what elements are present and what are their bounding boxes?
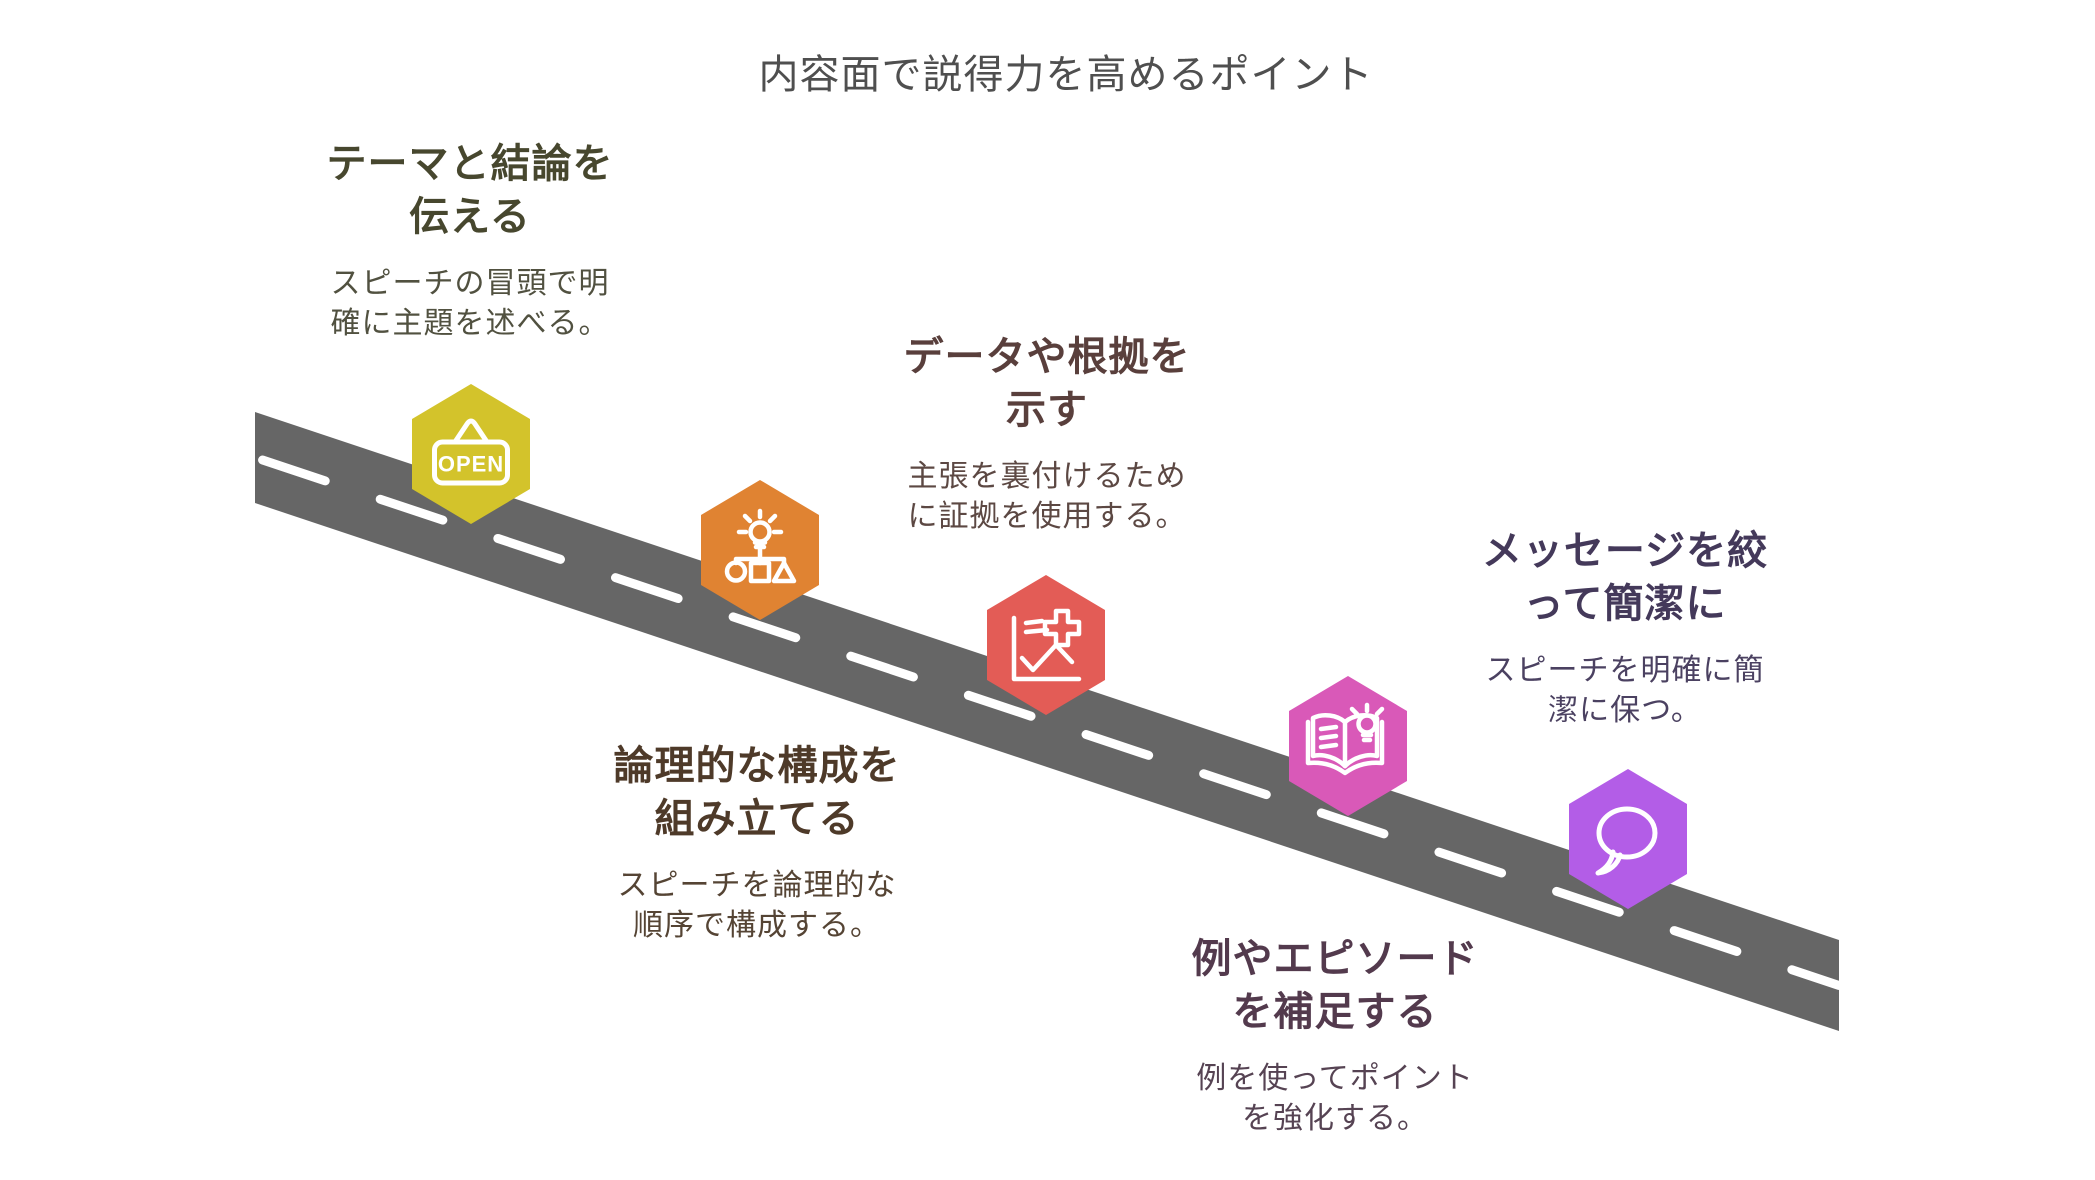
step-1-description: スピーチの冒頭で明 確に主題を述べる。 bbox=[330, 266, 610, 341]
milestone-hexagon-5 bbox=[1569, 769, 1687, 909]
milestone-hexagon-3 bbox=[987, 575, 1105, 715]
chart-plus-icon bbox=[1011, 608, 1082, 682]
book-idea-icon bbox=[1305, 702, 1385, 776]
step-3-heading: データや根拠を 示す bbox=[903, 335, 1191, 432]
road-center-dashes bbox=[250, 453, 1844, 990]
milestone-hexagon-2 bbox=[701, 480, 819, 620]
milestone-hexagon-1: OPEN bbox=[412, 384, 530, 524]
open-sign-label: OPEN bbox=[438, 452, 504, 477]
step-5-description: スピーチを明確に簡 潔に保つ。 bbox=[1485, 653, 1765, 728]
step-4-text: 例やエピソード を補足する 例を使ってポイント を強化する。 bbox=[1192, 933, 1479, 1140]
step-2-text: 論理的な構成を 組み立てる スピーチを論理的な 順序で構成する。 bbox=[614, 740, 901, 947]
road bbox=[255, 412, 1839, 1031]
step-5-heading: メッセージを絞 って簡潔に bbox=[1481, 529, 1769, 626]
step-3-description: 主張を裏付けるため に証拠を使用する。 bbox=[907, 459, 1187, 534]
page-title: 内容面で説得力を高めるポイント bbox=[758, 53, 1374, 97]
step-4-heading: 例やエピソード を補足する bbox=[1191, 937, 1479, 1034]
step-1-text: テーマと結論を 伝える スピーチの冒頭で明 確に主題を述べる。 bbox=[327, 138, 614, 345]
step-1-heading: テーマと結論を 伝える bbox=[326, 142, 614, 239]
step-2-heading: 論理的な構成を 組み立てる bbox=[613, 744, 901, 841]
open-sign-icon: OPEN bbox=[432, 418, 510, 486]
speech-bubble-icon bbox=[1595, 806, 1658, 876]
milestone-hexagon-4 bbox=[1289, 676, 1407, 816]
step-5-text: メッセージを絞 って簡潔に スピーチを明確に簡 潔に保つ。 bbox=[1482, 525, 1768, 732]
step-3-text: データや根拠を 示す 主張を裏付けるため に証拠を使用する。 bbox=[904, 331, 1191, 538]
step-2-description: スピーチを論理的な 順序で構成する。 bbox=[617, 868, 897, 943]
idea-structure-icon bbox=[724, 508, 797, 584]
step-4-description: 例を使ってポイント を強化する。 bbox=[1196, 1061, 1474, 1136]
